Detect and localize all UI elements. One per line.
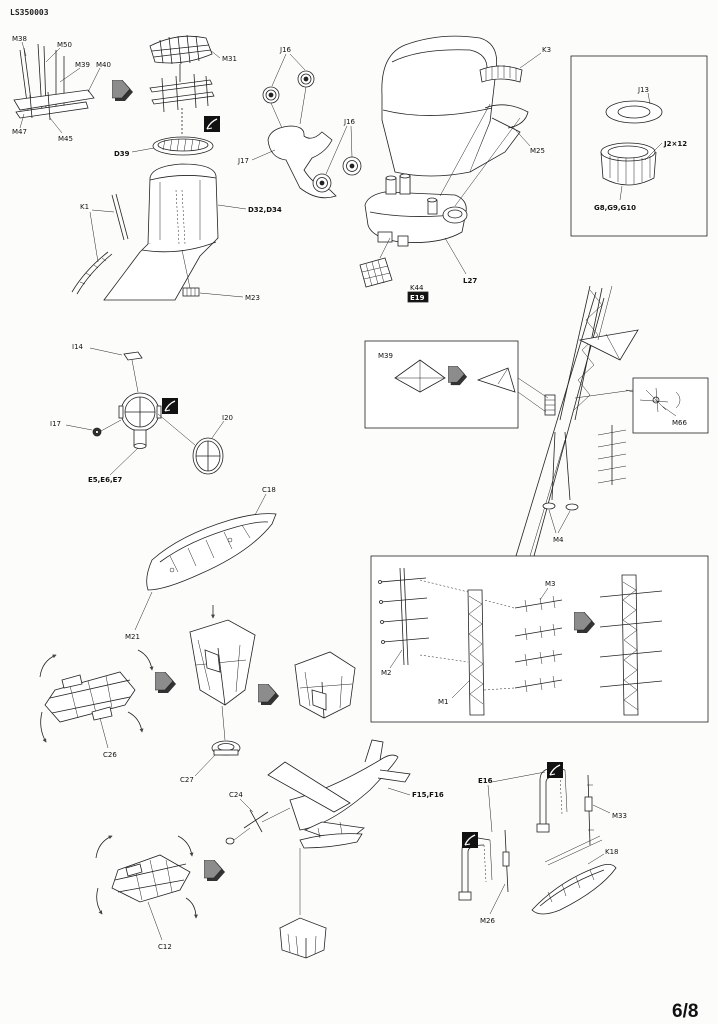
label-m2: M2 [381,669,392,677]
label-c12: C12 [158,943,172,951]
label-k3: K3 [542,46,551,54]
label-m25: M25 [530,147,545,155]
boat-davits [458,767,617,915]
label-m26: M26 [480,917,495,925]
label-m39-box: M39 [378,352,393,360]
funnel-right-assembly [359,35,542,303]
mast-platform-parts [13,41,101,134]
catapult-frame-c26 [39,649,154,749]
label-c27: C27 [180,776,194,784]
label-j16-b: J16 [343,118,356,126]
mast-structure [515,285,639,557]
searchlight-assembly [65,347,225,476]
fold-icon [204,116,220,132]
label-i20: I20 [222,414,233,422]
fold-icon [162,398,178,414]
label-l27: L27 [463,277,477,285]
label-m50: M50 [57,41,72,49]
label-g8-g9-g10: G8,G9,G10 [594,204,636,212]
label-m4: M4 [553,536,564,544]
mast-detail-box-m39 [364,340,549,429]
label-m45: M45 [58,135,73,143]
label-k44: K44 [410,284,424,292]
catapult-frame-folded [189,605,256,777]
label-e19: E19 [410,294,425,302]
label-f15-f16: F15,F16 [412,791,444,799]
step-arrow-frame [258,684,280,706]
label-m40: M40 [96,61,111,69]
label-e16: E16 [478,777,493,785]
catapult-frame-assembled [294,651,356,719]
label-m47: M47 [12,128,27,136]
label-j17: J17 [237,157,249,165]
label-j2-x12: J2×12 [663,140,687,148]
label-m21: M21 [125,633,140,641]
label-d39: D39 [114,150,130,158]
label-c18: C18 [262,486,276,494]
label-m23: M23 [245,294,260,302]
label-m1: M1 [438,698,449,706]
page-number: 6/8 [672,1001,698,1022]
label-m38: M38 [12,35,27,43]
fold-icon [462,832,478,848]
step-arrow-1 [112,80,134,102]
label-i17: I17 [50,420,61,428]
label-d32-d34: D32,D34 [248,206,282,214]
antenna-assembly-box [370,555,709,723]
funnel-tower-left [71,163,247,301]
catapult-frame-c12 [95,835,198,941]
label-m33: M33 [612,812,627,820]
label-e5-e6-e7: E5,E6,E7 [88,476,122,484]
label-k1: K1 [80,203,89,211]
label-m66: M66 [672,419,687,427]
label-m31: M31 [222,55,237,63]
detail-box-ring-cylinder [570,55,708,237]
label-j16-a: J16 [279,46,292,54]
fold-icon [547,762,563,778]
label-c26: C26 [103,751,117,759]
label-m39: M39 [75,61,90,69]
lifeboat-c18 [134,493,277,631]
label-c24: C24 [229,791,243,799]
label-i14: I14 [72,343,84,351]
disc-parts [251,53,362,199]
mast-detail-box-m66 [625,377,709,434]
label-j13: J13 [637,86,649,94]
document-code: LS350003 [10,8,49,17]
label-k18: K18 [605,848,619,856]
step-arrow-c12 [204,860,226,882]
floatplane [225,739,411,959]
label-m3: M3 [545,580,556,588]
step-arrow-c26 [155,672,177,694]
railing-grid-part [131,34,221,156]
